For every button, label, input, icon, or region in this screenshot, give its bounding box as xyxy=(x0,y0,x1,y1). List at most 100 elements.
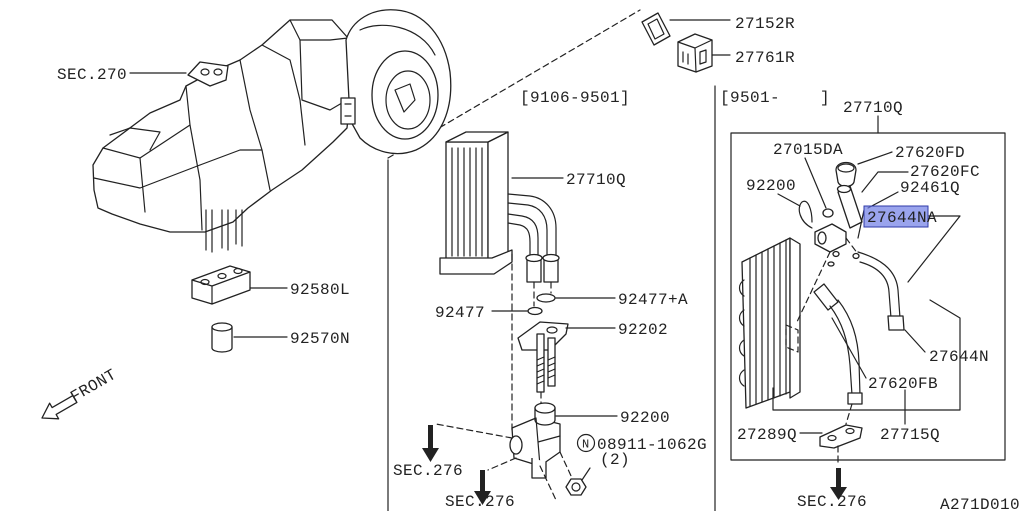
guide-line xyxy=(795,251,831,325)
down-arrow-icon xyxy=(830,468,847,500)
evaporator-side xyxy=(789,237,801,399)
clip-edge xyxy=(677,39,713,73)
heater-core-pipe-flare xyxy=(525,253,543,263)
collar-part xyxy=(211,322,233,353)
gasket-body xyxy=(641,12,671,46)
callout-27620FD[interactable]: 27620FD xyxy=(895,144,965,162)
callout-92200-mid[interactable]: 92200 xyxy=(620,409,670,427)
valve-stub xyxy=(531,458,547,479)
collar-body xyxy=(211,326,233,353)
down-arrow-icon xyxy=(474,470,491,505)
o-ring-92477 xyxy=(527,306,543,316)
grommet-body xyxy=(191,265,251,305)
leader-line xyxy=(867,191,899,209)
o-ring-92477a xyxy=(536,293,556,303)
guide-line xyxy=(435,423,513,439)
callout-92200-right[interactable]: 92200 xyxy=(746,177,796,195)
heater-unit-edge xyxy=(199,149,263,166)
leader-lines xyxy=(129,19,961,481)
pipe-end xyxy=(847,392,863,405)
stud-bolt-threads xyxy=(536,356,556,385)
section-ref-sec270[interactable]: SEC.270 xyxy=(57,66,127,84)
front-label: FRONT xyxy=(68,366,120,407)
heater-unit-edge xyxy=(139,157,146,213)
nut-marker-circle xyxy=(576,433,596,453)
callout-27289Q[interactable]: 27289Q xyxy=(737,426,797,444)
leader-line xyxy=(777,193,801,207)
guide-line xyxy=(539,465,557,501)
callout-27620FB[interactable]: 27620FB xyxy=(868,375,938,393)
blower-opening xyxy=(371,50,439,140)
right-assembly-guides xyxy=(785,237,859,467)
leader-line xyxy=(581,467,591,481)
callout-27715Q[interactable]: 27715Q xyxy=(880,426,940,444)
heater-core-top xyxy=(445,131,509,143)
flange-plate-body xyxy=(819,424,863,449)
callout-27761R[interactable]: 27761R xyxy=(735,49,795,67)
valve-stem-top xyxy=(534,402,556,414)
o-ring-92461q xyxy=(832,250,840,258)
blower-motor xyxy=(394,83,416,113)
callout-27620FC[interactable]: 27620FC xyxy=(910,163,980,181)
grommet-hole xyxy=(217,272,227,280)
divider-diagonal-dashed xyxy=(387,9,641,159)
guide-line xyxy=(845,403,853,425)
leader-line xyxy=(857,209,865,239)
front-direction-indicator: FRONT xyxy=(41,366,120,420)
heater-unit-edge xyxy=(289,19,349,41)
heater-unit-tubes xyxy=(205,209,243,253)
callout-92580L[interactable]: 92580L xyxy=(290,281,350,299)
leader-line xyxy=(861,171,909,193)
section-ref-sec276-left[interactable]: SEC.276 xyxy=(393,462,463,480)
expansion-valve-port xyxy=(817,231,827,245)
sleeve-27620fc-top xyxy=(836,184,852,194)
date-range-late: [9501- ] xyxy=(720,89,830,107)
heater-core-pipe xyxy=(507,193,557,259)
gasket-part xyxy=(641,12,671,46)
labels: SEC.270 [9106-9501] [9501- ] 27152R 2776… xyxy=(57,15,1020,511)
heater-unit-bracket xyxy=(340,97,356,125)
grommet-hole xyxy=(200,278,210,286)
stud-bolt xyxy=(547,337,556,387)
heater-core-side xyxy=(487,131,509,263)
callout-92570N[interactable]: 92570N xyxy=(290,330,350,348)
leader-line xyxy=(831,317,867,379)
callout-27710Q-right[interactable]: 27710Q xyxy=(843,99,903,117)
flange-plate-part xyxy=(819,424,863,449)
section-ref-sec276-right[interactable]: SEC.276 xyxy=(797,493,867,511)
callout-27152R[interactable]: 27152R xyxy=(735,15,795,33)
evaporator-assembly xyxy=(738,237,801,409)
heater-core-bottom-tank xyxy=(439,249,513,275)
heater-unit-edge xyxy=(239,59,271,191)
heater-core-pipe-flare xyxy=(542,253,560,263)
pipe-fitting xyxy=(887,315,905,331)
clip-part xyxy=(677,33,713,73)
date-range-early: [9106-9501] xyxy=(520,89,630,107)
guide-line xyxy=(785,324,799,353)
callout-27015DA[interactable]: 27015DA xyxy=(773,141,843,159)
leader-line xyxy=(857,151,893,165)
callout-08911-1062G[interactable]: 08911-1062G xyxy=(597,436,707,454)
heater-unit-clip-hole xyxy=(213,68,223,76)
section-ref-sec276-center[interactable]: SEC.276 xyxy=(445,493,515,511)
callout-92202[interactable]: 92202 xyxy=(618,321,668,339)
leader-line xyxy=(804,157,827,209)
callout-92461Q[interactable]: 92461Q xyxy=(900,179,960,197)
callout-27644NA[interactable]: 27644NA xyxy=(867,209,937,227)
pipe-line xyxy=(837,299,861,396)
heater-core-fins xyxy=(451,147,483,257)
callout-27710Q-mid[interactable]: 27710Q xyxy=(566,171,626,189)
leader-line xyxy=(904,329,926,353)
gasket-opening xyxy=(647,18,665,40)
cap-27620fd-rim xyxy=(837,163,855,173)
heater-core-pipe xyxy=(507,222,531,259)
flange-plate-hole xyxy=(845,427,855,435)
nut-hole xyxy=(571,482,581,492)
callout-92477A[interactable]: 92477+A xyxy=(618,291,688,309)
panel-dividers xyxy=(387,9,1006,511)
quantity-08911: (2) xyxy=(600,451,630,469)
clip-slots xyxy=(682,49,707,65)
evaporator-pipe-27644n xyxy=(857,251,905,331)
callout-27644N[interactable]: 27644N xyxy=(929,348,989,366)
callout-92477[interactable]: 92477 xyxy=(435,304,485,322)
